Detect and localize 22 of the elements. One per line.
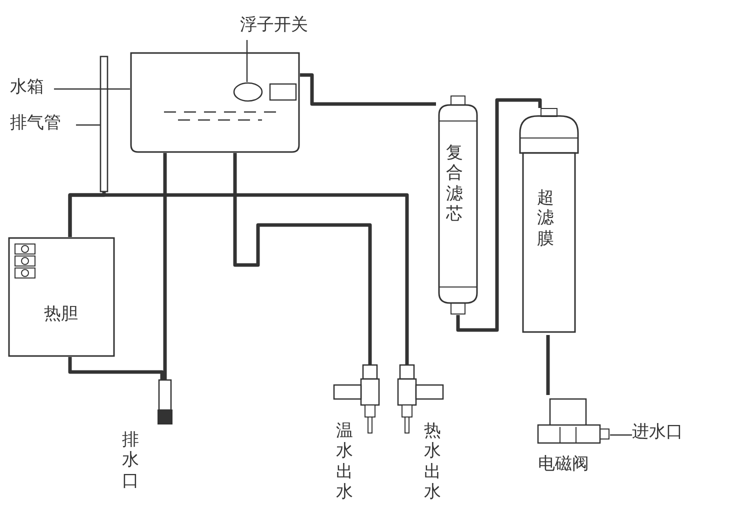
- part-label: 浮子开关: [240, 16, 308, 36]
- water-pipe: [233, 153, 372, 365]
- leader-line: [246, 40, 248, 82]
- outlet-label: 热水出水: [424, 421, 442, 503]
- water-pipe: [68, 357, 164, 380]
- water-pipe: [300, 73, 436, 106]
- heater-label: 热胆: [44, 305, 78, 325]
- cartridge-label: 复合滤芯: [446, 143, 464, 225]
- part-label: 水箱: [10, 78, 44, 98]
- part-label: 排气管: [10, 114, 61, 134]
- leader-line: [54, 88, 130, 90]
- leader-line: [76, 124, 100, 126]
- water-pipe: [456, 98, 542, 332]
- leader-line: [610, 434, 632, 436]
- water-pipe: [68, 192, 106, 237]
- valve-label: 电磁阀: [538, 455, 589, 475]
- cartridge-label: 超滤膜: [537, 188, 555, 250]
- water-pipe: [546, 335, 550, 395]
- water-pipe: [163, 153, 167, 380]
- outlet-label: 温水出水: [336, 421, 354, 503]
- inlet-label: 进水口: [632, 423, 683, 443]
- drain-label: 排水口: [122, 430, 140, 492]
